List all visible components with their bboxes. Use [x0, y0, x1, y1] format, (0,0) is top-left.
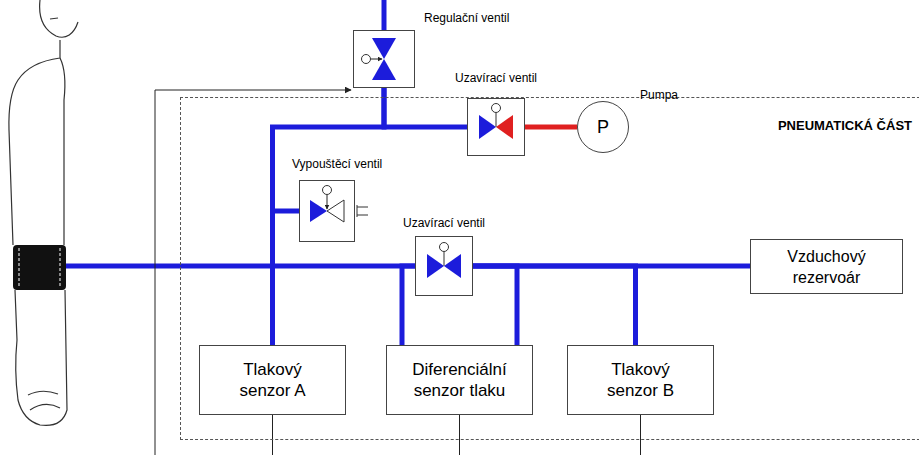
air-pipe [473, 266, 636, 345]
pressure-cuff [13, 245, 66, 290]
shutoff-valve: Uzavírací ventil [415, 236, 473, 296]
part-label: P [597, 117, 609, 138]
region-title: PNEUMATICKÁ ČÁST [778, 118, 912, 134]
control-wire [155, 90, 351, 455]
box-label: Diferenciální senzor tlaku [400, 359, 520, 401]
box-label: Tlakový senzor A [218, 359, 328, 401]
air-pipe [473, 264, 750, 269]
pressure-pipe [525, 125, 577, 130]
shutoff-valve-symbol [427, 243, 461, 279]
shutoff-valve: Uzavírací ventil [467, 98, 525, 156]
box-label: Tlakový senzor B [586, 359, 696, 401]
shutoff-valve-symbol [479, 104, 513, 140]
air-pipe [473, 266, 517, 345]
air-pipe [402, 266, 415, 345]
cuff-pipe [66, 264, 273, 269]
air-pipe [273, 88, 385, 345]
part-label: Uzavírací ventil [455, 71, 537, 85]
sensor-box: Tlakový senzor B [567, 345, 714, 415]
patient-figure [9, 0, 78, 425]
air-pipe [273, 211, 300, 345]
part-label: Pumpa [640, 88, 678, 102]
signal-wire [272, 415, 273, 455]
inlet-pipe [382, 0, 387, 30]
exhaust-valve-symbol [310, 186, 368, 223]
box-label: Vzduchový rezervoár [767, 246, 887, 288]
air-pipe [273, 266, 416, 345]
part-label: Uzavírací ventil [403, 216, 485, 230]
pneumatic-region: PNEUMATICKÁ ČÁST Uzavírací ventil PPumpaVy… [180, 97, 919, 440]
signal-wire [640, 415, 641, 455]
regulating-valve: Regulační ventil [353, 30, 415, 88]
signal-wire [459, 415, 460, 455]
sensor-box: Tlakový senzor A [199, 345, 346, 415]
part-label: Vypouštěcí ventil [292, 157, 382, 171]
sensor-box: Diferenciální senzor tlaku [386, 345, 533, 415]
regulating-valve-symbol [362, 38, 397, 80]
part-label: Regulační ventil [424, 11, 509, 25]
reservoir-box: Vzduchový rezervoár [750, 239, 903, 294]
pump-circle: PPumpa [577, 101, 629, 153]
exhaust-valve: Vypouštěcí ventil [299, 180, 355, 242]
air-pipe [384, 88, 467, 127]
